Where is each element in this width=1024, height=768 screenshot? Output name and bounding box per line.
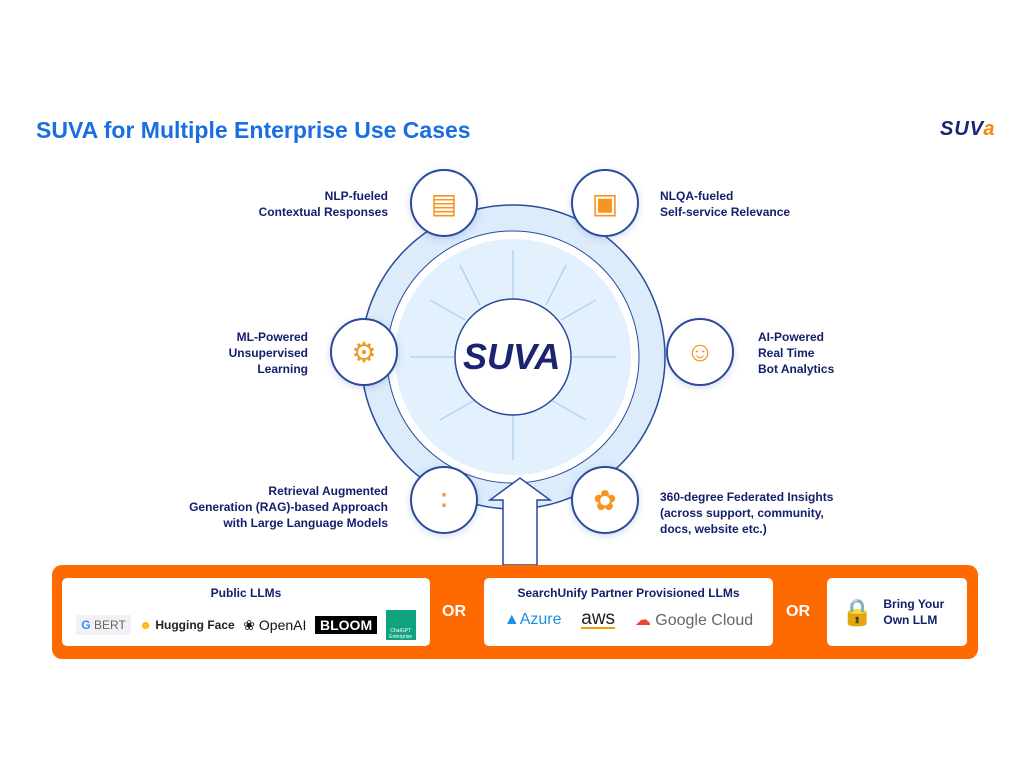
- public-llms-heading: Public LLMs: [210, 586, 282, 600]
- page-title: SUVA for Multiple Enterprise Use Cases: [36, 117, 471, 143]
- qa-screens-icon: ▣: [571, 169, 639, 237]
- bot-analytics-icon: ☺: [666, 318, 734, 386]
- brain-hands-icon: ✿: [571, 466, 639, 534]
- chatgpt-enterprise-logo: ChatGPT Enterprise: [385, 610, 416, 640]
- or-label: OR: [442, 603, 466, 620]
- public-llms-box: Public LLMs G BERT ☻ Hugging Face ❀ Open…: [62, 578, 430, 646]
- google-cloud-logo: ☁ Google Cloud: [634, 612, 754, 629]
- openai-logo: ❀ OpenAI: [243, 616, 307, 633]
- circuit-lines: [410, 250, 616, 460]
- brand-logo: SUVa: [940, 118, 996, 140]
- gear-learning-icon: ⚙: [330, 318, 398, 386]
- center-logo: SUVA: [463, 336, 561, 377]
- bert-logo: G BERT: [76, 615, 131, 635]
- up-arrow-icon: [487, 477, 553, 566]
- partner-llms-box: SearchUnify Partner Provisioned LLMs ▲Az…: [484, 578, 773, 646]
- aws-logo: aws: [581, 608, 616, 629]
- azure-logo: ▲Azure: [503, 611, 562, 628]
- bloom-logo: BLOOM: [315, 616, 378, 634]
- hugging-face-logo: ☻ Hugging Face: [139, 618, 235, 632]
- node-grid-icon: ∶: [410, 466, 478, 534]
- use-case-federated: 360-degree Federated Insights(across sup…: [660, 490, 834, 536]
- chatbot-icon: ▤: [410, 169, 478, 237]
- center-circle: [454, 298, 572, 416]
- or-label-2: OR: [786, 603, 810, 620]
- lock-hand-icon: 🔒: [841, 596, 874, 627]
- partner-llms-heading: SearchUnify Partner Provisioned LLMs: [517, 586, 740, 600]
